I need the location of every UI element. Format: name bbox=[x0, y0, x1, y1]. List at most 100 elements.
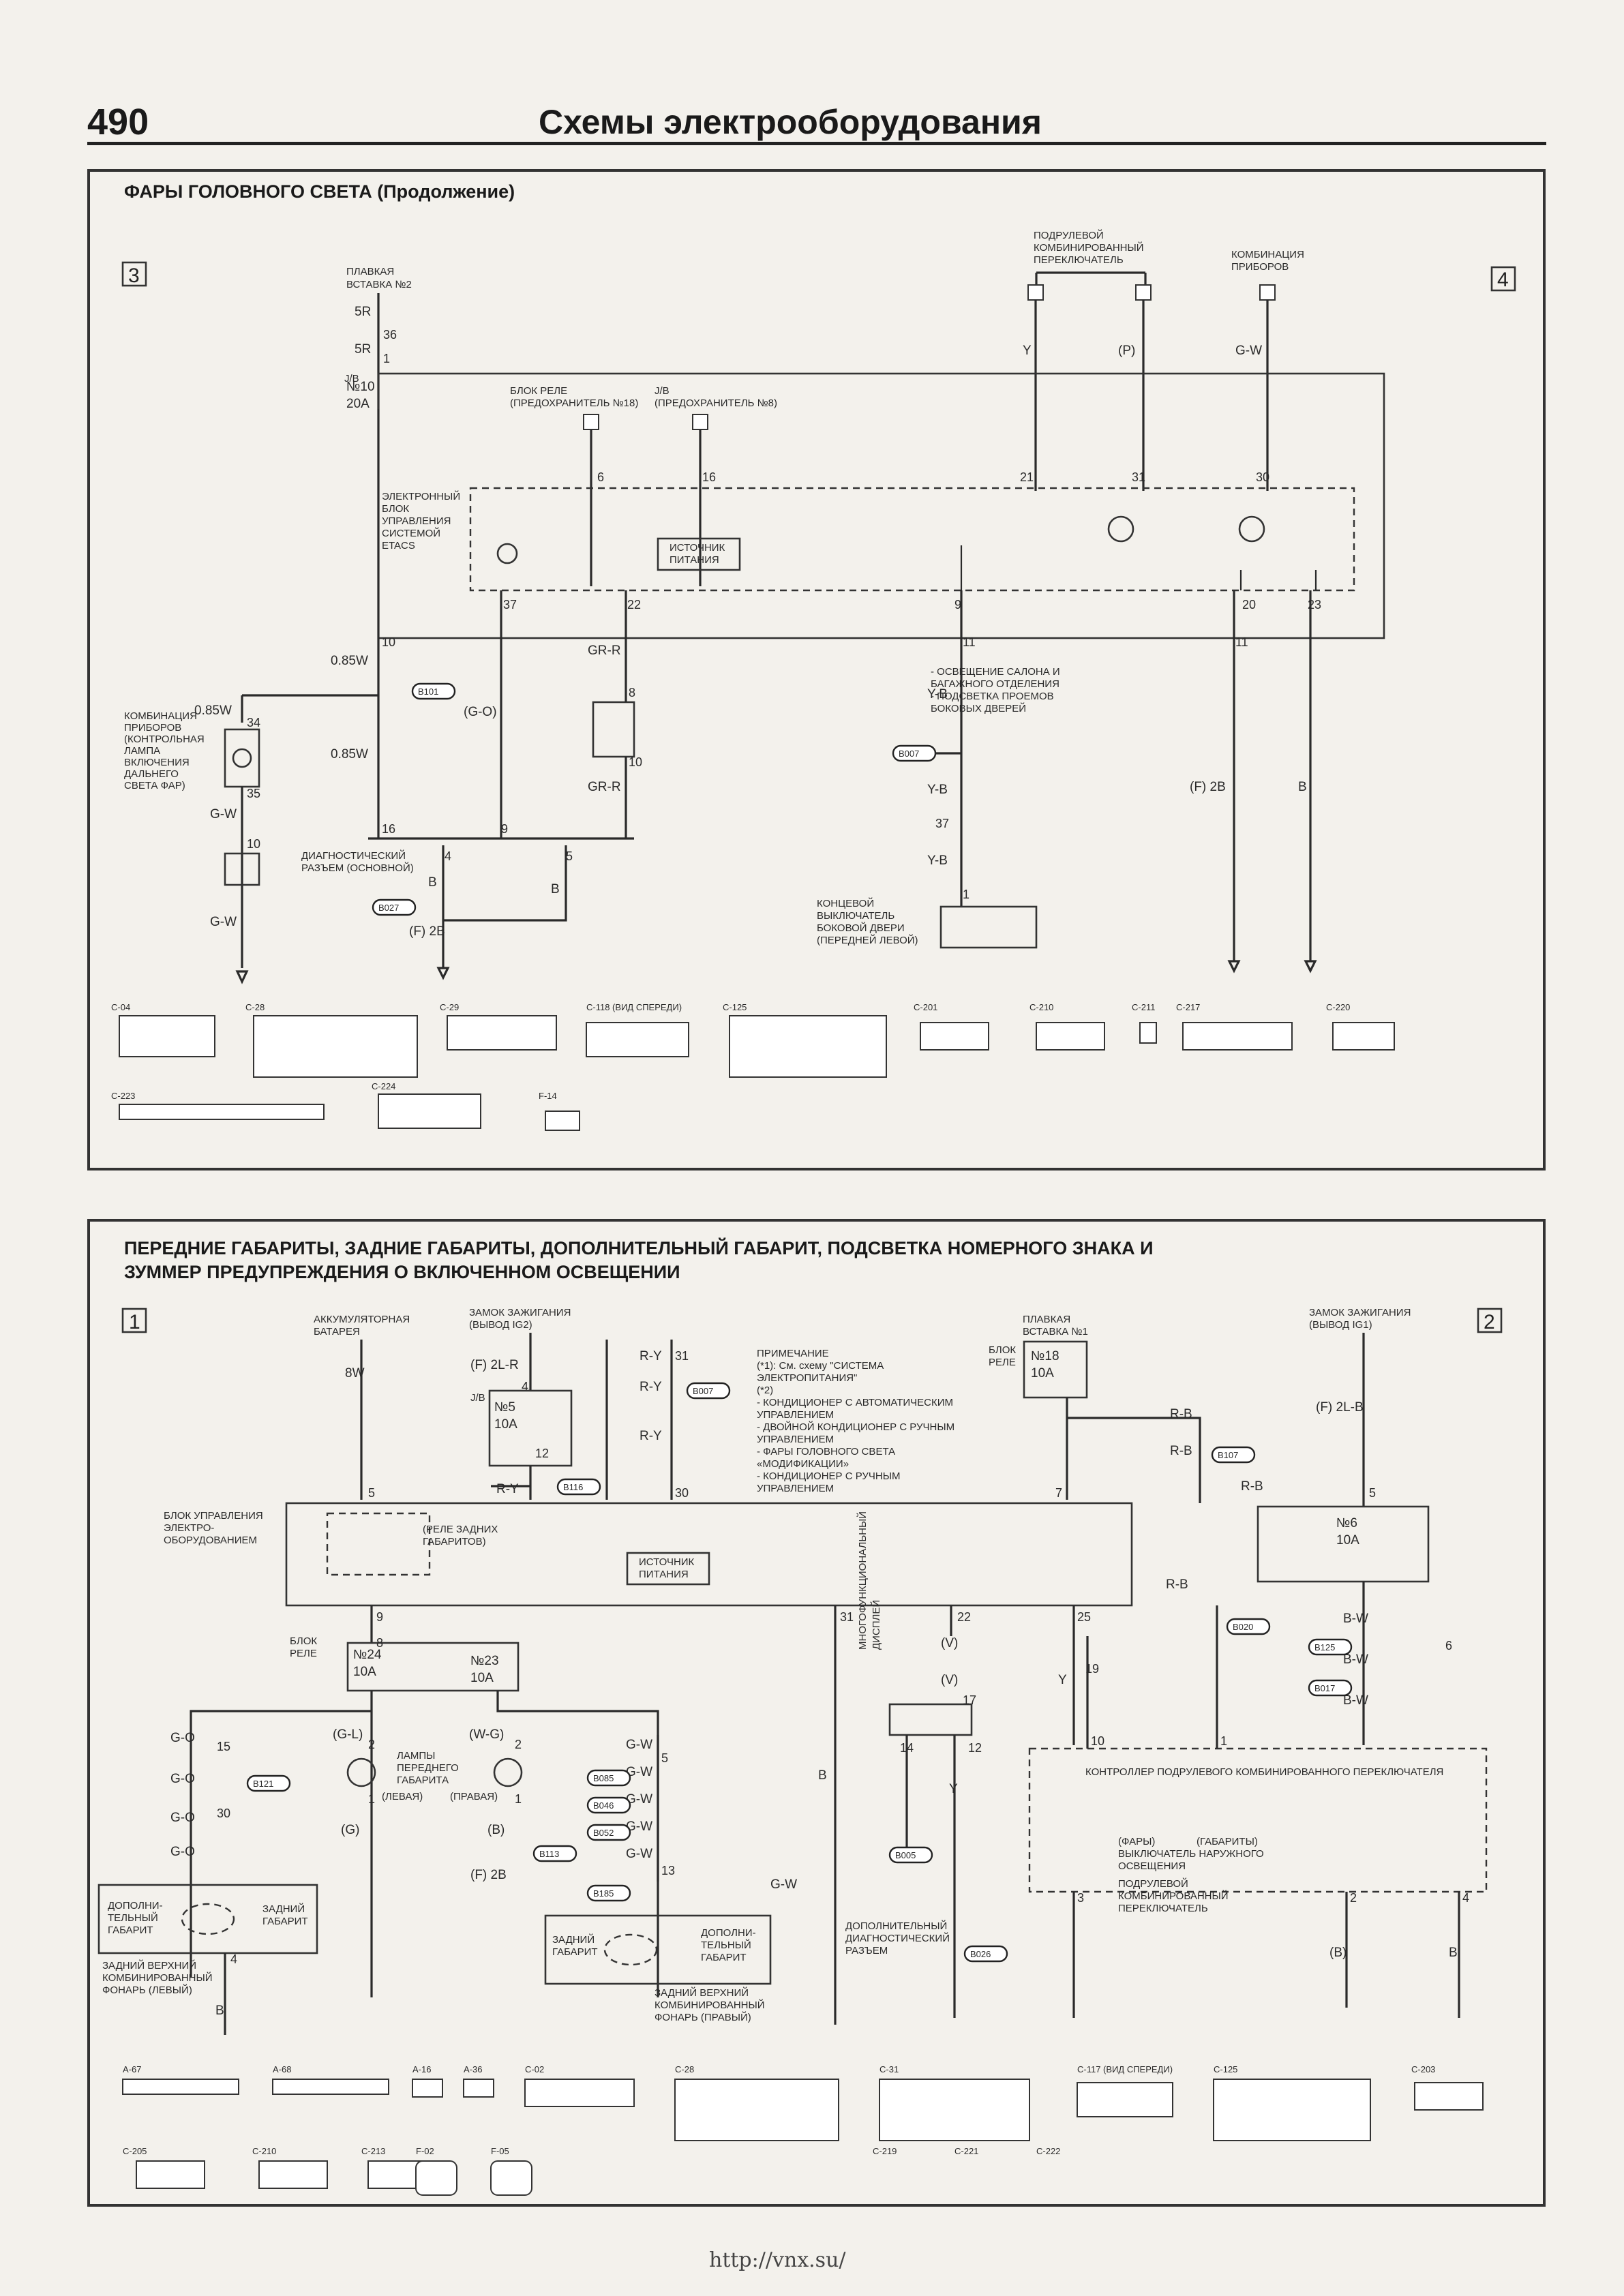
bottom-pin-13: 13 bbox=[661, 1864, 675, 1877]
pill-b052-text: B052 bbox=[593, 1828, 614, 1838]
bottom-panel-title-2: ЗУММЕР ПРЕДУПРЕЖДЕНИЯ О ВКЛЮЧЕННОМ ОСВЕЩ… bbox=[124, 1262, 680, 1282]
conn-c125-label: C-125 bbox=[723, 1002, 747, 1012]
pill-b007-text: B007 bbox=[899, 749, 919, 759]
conn-c203 bbox=[1414, 2082, 1484, 2111]
fuse6-jb-box bbox=[1257, 1505, 1430, 1583]
pill-b020-text: B020 bbox=[1233, 1622, 1253, 1632]
left-rear-combo-box bbox=[97, 1884, 318, 1954]
bottom-pin-5c: 5 bbox=[661, 1751, 668, 1765]
door-switch-3: БОКОВОЙ ДВЕРИ bbox=[817, 922, 905, 934]
jb-fuse-block bbox=[592, 701, 635, 758]
top-column-switch-2: КОМБИНИРОВАННЫЙ bbox=[1034, 241, 1144, 254]
top-pin-35: 35 bbox=[247, 787, 260, 800]
top-ref-left-box bbox=[121, 261, 147, 287]
column-switch-1: ПОДРУЛЕВОЙ bbox=[1118, 1877, 1188, 1890]
aux-diag-3: РАЗЪЕМ bbox=[845, 1945, 888, 1957]
bottom-pin-2: 2 bbox=[1350, 1891, 1357, 1905]
conn-c28 bbox=[253, 1015, 418, 1078]
top-wire-b-a: B bbox=[428, 875, 437, 890]
diag-ground-wires bbox=[442, 845, 567, 968]
relay-block-fuse18-box bbox=[1023, 1340, 1088, 1399]
note-7: - ДВОЙНОЙ КОНДИЦИОНЕР С РУЧНЫМ bbox=[757, 1421, 954, 1433]
conn-c203-label: C-203 bbox=[1411, 2064, 1435, 2074]
bottom-pin-12b: 12 bbox=[968, 1741, 982, 1755]
conn-c211 bbox=[1139, 1022, 1157, 1044]
top-wire-gw-b: G-W bbox=[210, 915, 237, 929]
conn-c222-label: C-222 bbox=[1036, 2146, 1060, 2156]
jc5-box bbox=[224, 852, 260, 886]
etacs-1: ЭЛЕКТРОННЫЙ bbox=[382, 490, 460, 502]
conn-c217 bbox=[1182, 1022, 1293, 1051]
bottom-wire-b-a: B bbox=[818, 1768, 827, 1783]
ign-ig1-2: (ВЫВОД IG1) bbox=[1309, 1319, 1372, 1331]
left-aux-3: ГАБАРИТ bbox=[108, 1924, 153, 1936]
top-wire-f2b-b: (F) 2B bbox=[1190, 780, 1226, 794]
top-pin-37: 37 bbox=[503, 598, 517, 611]
bottom-pin-1: 1 bbox=[1220, 1734, 1227, 1748]
top-wire-y: Y bbox=[1023, 344, 1032, 358]
diag-1: ДИАГНОСТИЧЕСКИЙ bbox=[301, 849, 406, 862]
top-wire-yb-b: Y-B bbox=[927, 783, 948, 797]
jc7-box bbox=[888, 1703, 973, 1736]
fuse23-no: №23 bbox=[470, 1654, 499, 1668]
bottom-wire-g: (G) bbox=[341, 1823, 359, 1837]
top-wire-085w-c: 0.85W bbox=[331, 747, 368, 761]
ecu-power-2: ПИТАНИЯ bbox=[639, 1569, 689, 1580]
top-pin-10: 10 bbox=[382, 635, 395, 649]
conn-c221-label: C-221 bbox=[954, 2146, 978, 2156]
pill-b007b-text: B007 bbox=[693, 1386, 713, 1396]
pill-b026-text: B026 bbox=[970, 1949, 991, 1959]
conn-c31-label: C-31 bbox=[879, 2064, 899, 2074]
right-rear-combo-box bbox=[544, 1914, 772, 1985]
column-switch-terminal-b bbox=[1135, 284, 1152, 301]
conn-c217-label: C-217 bbox=[1176, 1002, 1200, 1012]
conn-c213-label: C-213 bbox=[361, 2146, 385, 2156]
front-right: (ПРАВАЯ) bbox=[450, 1791, 498, 1802]
column-switch-terminal-a bbox=[1027, 284, 1044, 301]
bottom-wire-go-b: G-O bbox=[170, 1772, 195, 1786]
conn-f05-label: F-05 bbox=[491, 2146, 509, 2156]
conn-c220-label: C-220 bbox=[1326, 1002, 1350, 1012]
footer-url[interactable]: http://vnx.su/ bbox=[709, 2248, 846, 2272]
bottom-wire-gw-d: G-W bbox=[626, 1819, 652, 1834]
conn-c31 bbox=[879, 2079, 1030, 2141]
top-ground-arrows-right bbox=[1227, 960, 1317, 973]
left-aux-1: ДОПОЛНИ- bbox=[108, 1900, 163, 1912]
conn-c205-label: C-205 bbox=[123, 2146, 147, 2156]
meter-lamp-box bbox=[224, 728, 260, 788]
column-switch-controller-box bbox=[1028, 1747, 1488, 1893]
conn-c28b-label: C-28 bbox=[675, 2064, 694, 2074]
meter-lamp-3: (КОНТРОЛЬНАЯ bbox=[124, 734, 205, 745]
bottom-wire-f2lr: (F) 2L-R bbox=[470, 1358, 519, 1372]
etacs-4: СИСТЕМОЙ bbox=[382, 527, 440, 539]
relay-block-1: БЛОК bbox=[989, 1344, 1016, 1356]
top-pin-30: 30 bbox=[1256, 470, 1269, 484]
conn-c224-label: C-224 bbox=[372, 1081, 395, 1091]
column-ctrl-label: КОНТРОЛЛЕР ПОДРУЛЕВОГО КОМБИНИРОВАННОГО … bbox=[1085, 1766, 1443, 1778]
left-rear-lamp-icon bbox=[181, 1903, 235, 1935]
top-ground-arrow-1 bbox=[235, 970, 249, 984]
pill-b046 bbox=[586, 1796, 631, 1814]
meter-lamp-6: ДАЛЬНЕГО bbox=[124, 768, 179, 780]
meter-lamp-2: ПРИБОРОВ bbox=[124, 722, 181, 734]
top-pin-16b: 16 bbox=[382, 822, 395, 836]
pill-b007b bbox=[686, 1382, 731, 1400]
jc7-wires bbox=[905, 1735, 956, 2018]
bottom-wire-ry-b: R-Y bbox=[640, 1349, 662, 1363]
bottom-pin-17: 17 bbox=[963, 1693, 976, 1707]
column-switch-bracket bbox=[1035, 271, 1147, 286]
pill-b116-text: B116 bbox=[563, 1482, 583, 1492]
front-lamps-2: ПЕРЕДНЕГО bbox=[397, 1762, 459, 1774]
right-combo-1: ЗАДНИЙ ВЕРХНИЙ bbox=[655, 1987, 749, 1999]
conn-f05 bbox=[490, 2160, 532, 2196]
bottom-ref-left: 1 bbox=[129, 1311, 140, 1333]
front-left: (ЛЕВАЯ) bbox=[382, 1791, 423, 1802]
fuse18-out-wire bbox=[1066, 1398, 1201, 1503]
conn-a16 bbox=[412, 2079, 443, 2098]
lighting-switch-4: ОСВЕЩЕНИЯ bbox=[1118, 1860, 1186, 1872]
note-12: УПРАВЛЕНИЕМ bbox=[757, 1483, 834, 1494]
fuse24-amp: 10A bbox=[353, 1665, 376, 1679]
top-fuse10-no: №10 bbox=[346, 380, 375, 394]
top-column-switch-1: ПОДРУЛЕВОЙ bbox=[1034, 229, 1104, 241]
lighting-switch-3: ВЫКЛЮЧАТЕЛЬ НАРУЖНОГО bbox=[1118, 1848, 1264, 1860]
